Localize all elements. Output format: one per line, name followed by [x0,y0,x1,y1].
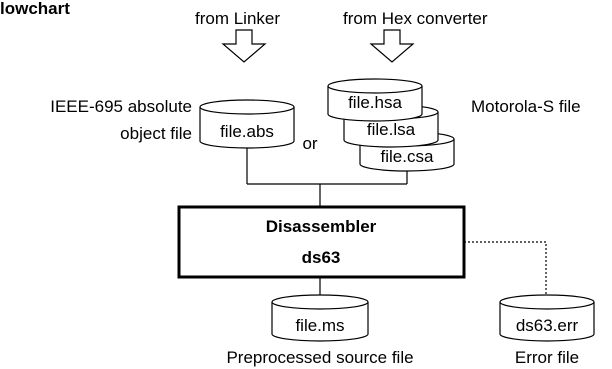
hsa-file-cylinder [327,78,423,122]
csa-file-name: file.csa [381,147,434,166]
input-connectors [246,148,408,207]
error-file-description: Error file [515,348,579,367]
lsa-file-name: file.lsa [367,120,416,139]
ms-file-description: Preprocessed source file [226,348,413,367]
abs-file-description-line2: object file [120,124,192,143]
disassembler-title: Disassembler [266,217,377,236]
ms-file-cylinder [271,294,369,342]
or-label: or [302,134,317,153]
error-file-name: ds63.err [516,316,579,335]
disassembler-name: ds63 [302,248,341,267]
ms-file-name: file.ms [295,316,344,335]
linker-down-arrow [221,29,267,63]
hsa-file-name: file.hsa [348,93,402,112]
abs-file-name: file.abs [220,122,274,141]
error-file-cylinder [499,294,595,342]
abs-file-cylinder [199,99,295,149]
error-connector [464,241,547,302]
motorola-file-description: Motorola-S file [471,97,581,116]
hex-down-arrow [369,29,415,63]
from-linker-label: from Linker [195,9,280,28]
abs-file-description-line1: IEEE-695 absolute [50,97,192,116]
flowchart-heading: lowchart [0,0,70,18]
from-hex-converter-label: from Hex converter [343,9,488,28]
